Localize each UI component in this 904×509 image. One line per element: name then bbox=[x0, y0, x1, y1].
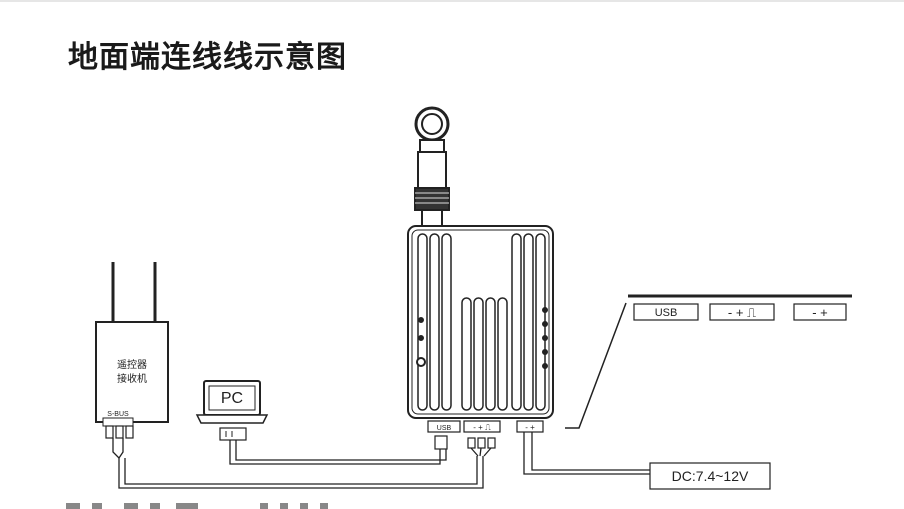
receiver-label-1: 遥控器 bbox=[117, 358, 147, 371]
antenna-icon bbox=[414, 106, 450, 227]
pointer-line bbox=[565, 302, 627, 429]
cutoff-text bbox=[66, 503, 328, 509]
panel-usb-label: USB bbox=[655, 307, 678, 319]
dc-box bbox=[649, 462, 771, 490]
panel-usb-port bbox=[633, 303, 699, 321]
cables bbox=[112, 432, 650, 489]
receiver-label-2: 接收机 bbox=[117, 372, 147, 385]
panel-signal-label: - + ⎍ bbox=[728, 305, 756, 320]
power-port-label: - + bbox=[525, 423, 535, 432]
laptop-icon bbox=[195, 380, 269, 441]
panel-power-label: - + bbox=[812, 305, 828, 320]
page-title: 地面端连线线示意图 bbox=[68, 40, 347, 75]
panel-power-port bbox=[793, 303, 847, 321]
signal-port-label: - + ⎍ bbox=[473, 423, 491, 432]
module-icon bbox=[407, 225, 554, 419]
top-divider bbox=[0, 0, 904, 2]
sbus-label: S-BUS bbox=[107, 411, 129, 418]
panel-signal-port bbox=[709, 303, 775, 321]
usb-port-label: USB bbox=[437, 425, 452, 432]
pc-label: PC bbox=[221, 390, 243, 407]
connector-icon bbox=[434, 435, 496, 450]
power-port bbox=[516, 420, 544, 433]
usb-port bbox=[427, 420, 461, 433]
receiver-icon bbox=[95, 262, 169, 439]
dc-label: DC:7.4~12V bbox=[672, 468, 749, 484]
signal-port bbox=[463, 420, 501, 433]
